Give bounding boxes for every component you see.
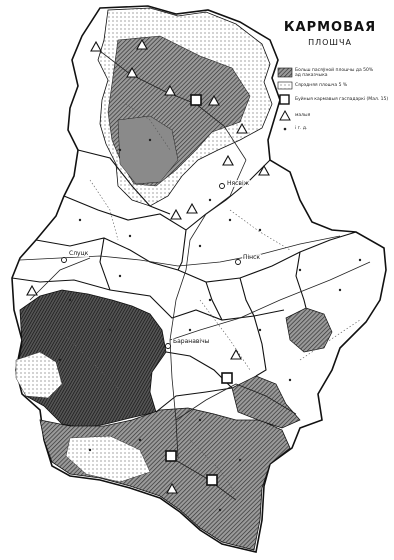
small-dot-markers (58, 138, 362, 512)
minor-boundaries (59, 99, 361, 501)
east-patch-1 (285, 307, 333, 353)
north-medium-patch (117, 115, 179, 185)
west-dark-region (15, 289, 167, 429)
legend-swatches (277, 67, 293, 131)
legend-text-hatched: Больш пасяўной плошчы да 50%ад паказчыка (295, 68, 374, 78)
place-label-slutsk: Слуцк (68, 250, 90, 257)
south-light-patch (65, 435, 151, 483)
legend-text-triangle: малыя (295, 113, 311, 118)
map-title: КАРМОВАЯ (283, 20, 377, 35)
legend-text-square: Буйныя кармавыя гаспадаркі (Мал. 15) (295, 97, 389, 102)
south-shaded-region (39, 407, 291, 551)
legend-triangle-swatch (279, 109, 291, 121)
legend-text-dot: і г. д. (295, 126, 308, 131)
legend-text-dotted: Сярэдняя плошча 5 % (295, 83, 348, 88)
triangle-markers (26, 38, 270, 494)
town-markers (61, 183, 241, 349)
legend-square-swatch (279, 94, 290, 105)
place-label-nyasvizh: Нясвіж (226, 180, 251, 187)
legend-dotted-swatch (277, 81, 293, 90)
place-label-baranavichy: Баранавічы (172, 338, 211, 345)
map-subtitle: ПЛОШЧА (308, 38, 352, 47)
place-label-pinsk: Пінск (242, 254, 262, 261)
railway-lines (19, 47, 371, 501)
large-square-markers (165, 94, 233, 486)
legend-hatched-swatch (277, 67, 293, 78)
west-light-fringe (15, 351, 63, 399)
legend-dot-swatch (283, 127, 287, 131)
